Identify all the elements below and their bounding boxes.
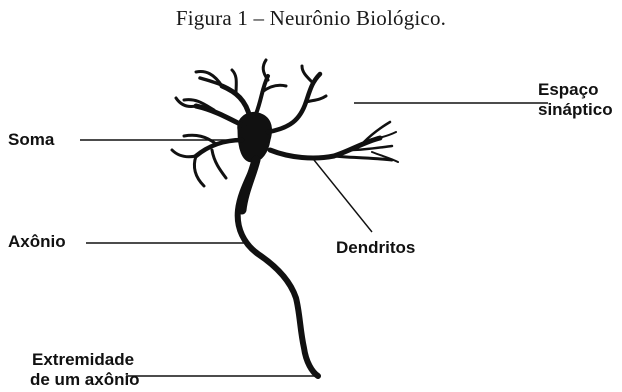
label-dendritos: Dendritos	[336, 238, 415, 258]
label-espaco-sinaptico: Espaço sináptico	[538, 80, 613, 120]
label-espaco-line2: sináptico	[538, 100, 613, 120]
label-extremidade: Extremidade de um axônio	[30, 350, 140, 390]
label-espaco-line1: Espaço	[538, 80, 613, 100]
label-extremidade-line2: de um axônio	[30, 370, 140, 390]
label-soma: Soma	[8, 130, 54, 150]
neuron-dendrites-right	[268, 66, 398, 162]
neuron-axon	[238, 160, 318, 376]
neuron-soma	[238, 112, 272, 162]
label-extremidade-line1: Extremidade	[30, 350, 140, 370]
label-axonio: Axônio	[8, 232, 66, 252]
dendritos-leader-line	[314, 160, 372, 232]
